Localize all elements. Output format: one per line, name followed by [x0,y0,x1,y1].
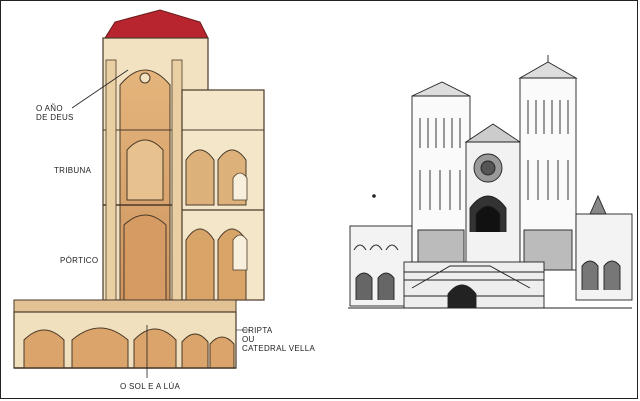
cathedral-cross-section-drawing [13,9,265,378]
label-tribuna: TRIBUNA [54,166,92,175]
label-portico: PÓRTICO [60,256,99,265]
label-sol-e-lua: O SOL E A LÚA [120,382,181,391]
label-cripta: CRIPTA OU CATEDRAL VELLA [242,326,316,353]
red-roof [104,9,209,39]
ano-de-deus-leader [71,69,129,109]
label-ano-de-deus: O AÑO DE DEUS [36,104,74,122]
